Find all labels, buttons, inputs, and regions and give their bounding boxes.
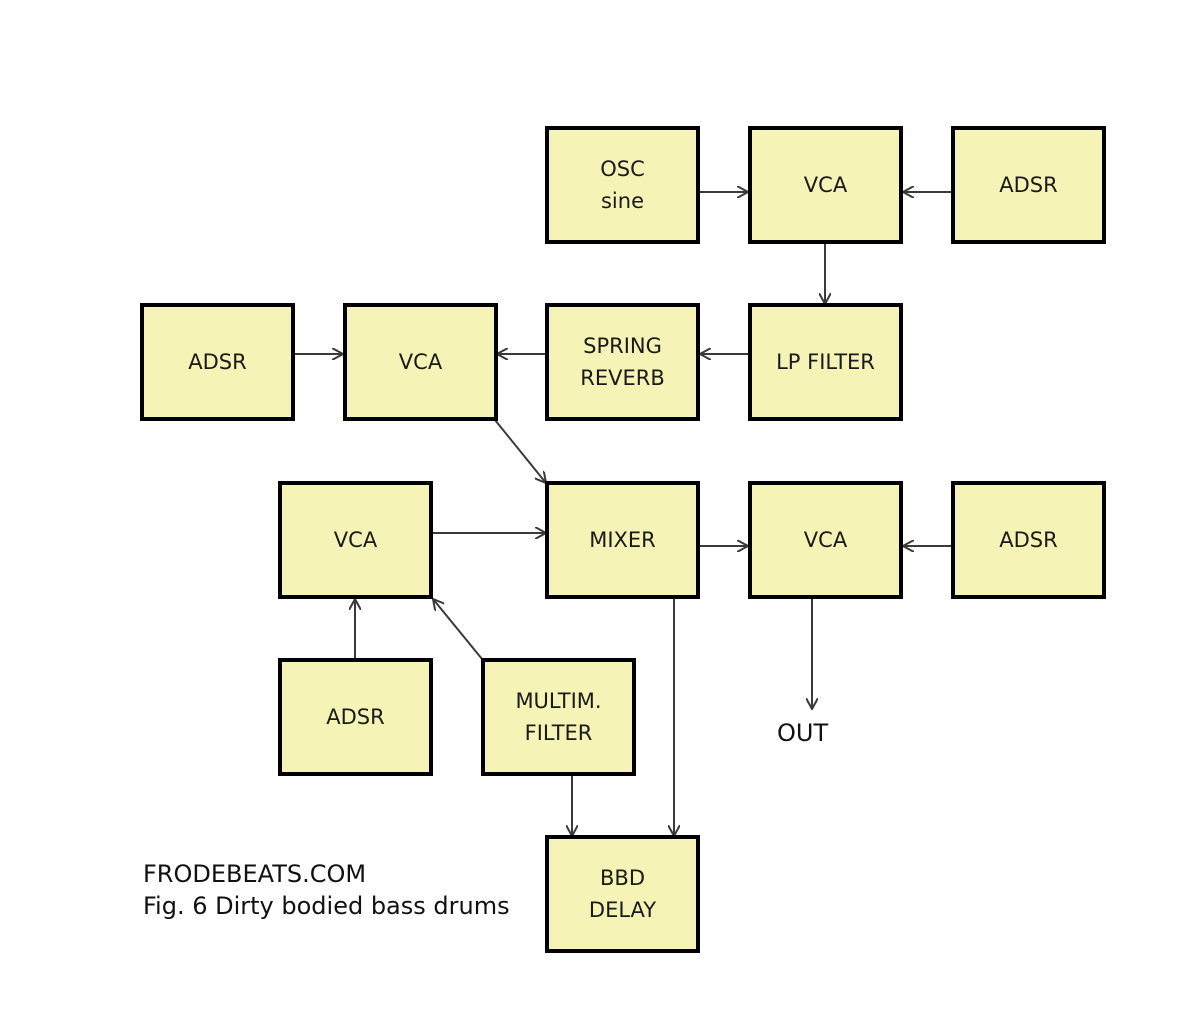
vca-mid-block: VCA: [343, 303, 498, 421]
adsr-bottom-block: ADSR: [278, 658, 433, 776]
osc-sine-block: OSC sine: [545, 126, 700, 244]
block-label: OSC: [600, 157, 645, 181]
mixer-block: MIXER: [545, 481, 700, 599]
adsr-left-block: ADSR: [140, 303, 295, 421]
block-label: VCA: [333, 528, 378, 552]
lp-filter-block: LP FILTER: [748, 303, 903, 421]
block-label: ADSR: [326, 705, 385, 729]
out-label: OUT: [777, 719, 829, 747]
block-label: VCA: [398, 350, 443, 374]
block-label: DELAY: [588, 898, 657, 922]
wire-multim-filter-to-vca-low: [433, 599, 483, 660]
block-label: LP FILTER: [776, 350, 875, 374]
block-label: BBD: [600, 866, 645, 890]
vca-top-block: VCA: [748, 126, 903, 244]
block-label: REVERB: [580, 366, 665, 390]
block-label: ADSR: [999, 528, 1058, 552]
vca-out-block: VCA: [748, 481, 903, 599]
block-label: MIXER: [589, 528, 656, 552]
block-label: VCA: [803, 173, 848, 197]
block-label: ADSR: [188, 350, 247, 374]
adsr-out-block: ADSR: [951, 481, 1106, 599]
multimode-filter-block: MULTIM. FILTER: [481, 658, 636, 776]
spring-reverb-block: SPRING REVERB: [545, 303, 700, 421]
block-label: ADSR: [999, 173, 1058, 197]
block-label: VCA: [803, 528, 848, 552]
block-label: MULTIM.: [515, 689, 602, 713]
bbd-delay-block: BBD DELAY: [545, 835, 700, 953]
block-label: FILTER: [524, 721, 593, 745]
block-label: SPRING: [583, 334, 662, 358]
vca-low-block: VCA: [278, 481, 433, 599]
adsr-top-block: ADSR: [951, 126, 1106, 244]
block-label: sine: [600, 189, 644, 213]
caption-title: Fig. 6 Dirty bodied bass drums: [143, 892, 510, 920]
figure-caption: FRODEBEATS.COM Fig. 6 Dirty bodied bass …: [143, 858, 510, 922]
wire-vca-mid-to-mixer: [494, 419, 546, 483]
caption-site: FRODEBEATS.COM: [143, 860, 367, 888]
